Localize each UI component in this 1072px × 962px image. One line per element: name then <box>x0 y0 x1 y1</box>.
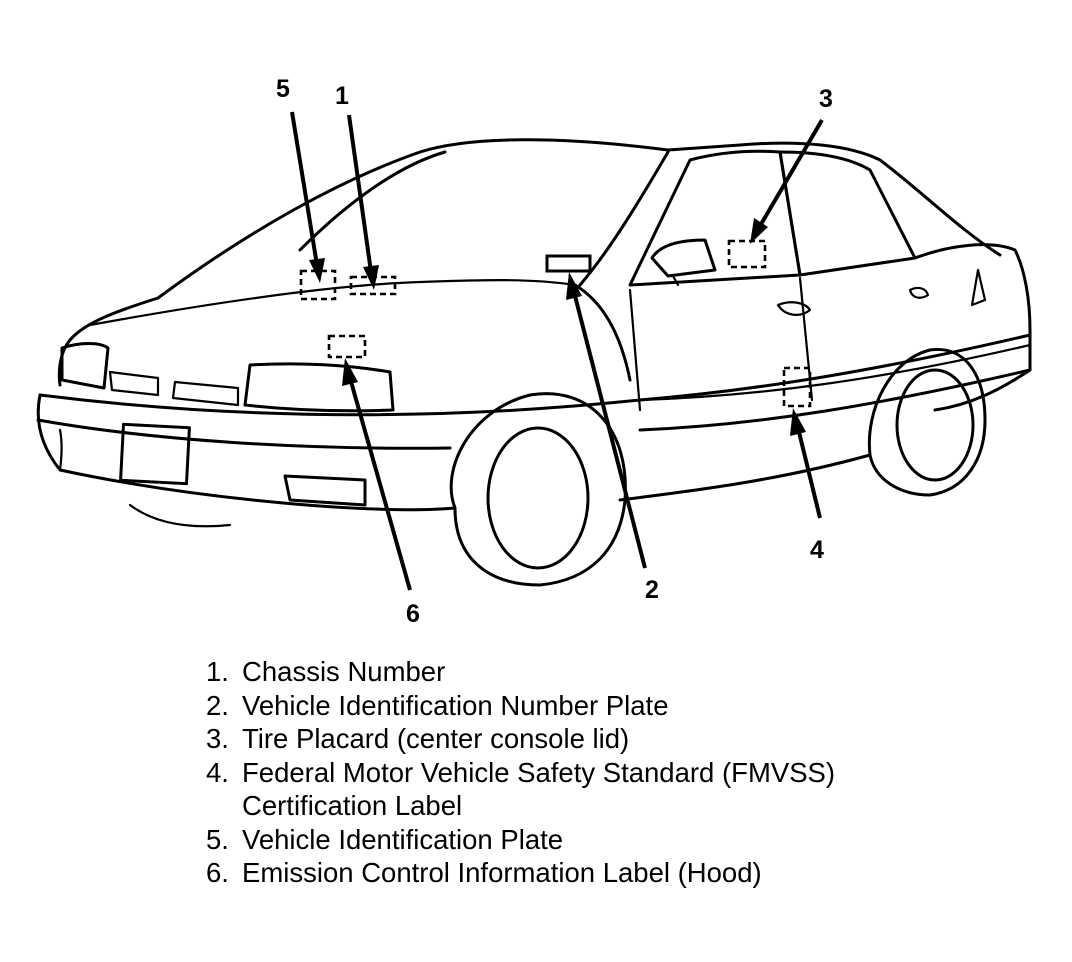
label-box-5 <box>299 269 337 301</box>
label-box-4 <box>782 366 812 408</box>
legend-text: Vehicle Identification Number Plate <box>242 689 669 721</box>
legend-text: Emission Control Information Label (Hood… <box>242 857 762 888</box>
label-box-6 <box>327 334 367 359</box>
arrow-1 <box>347 114 379 290</box>
callout-3: 3 <box>819 85 833 113</box>
legend-number: 3. <box>206 723 229 754</box>
callout-5: 5 <box>276 75 290 103</box>
legend-text: Vehicle Identification Plate <box>242 823 564 855</box>
arrow-3 <box>750 118 824 244</box>
callout-6: 6 <box>406 600 420 628</box>
legend-text: Tire Placard (center console lid) <box>242 723 630 754</box>
car-illustration <box>36 138 1032 587</box>
callout-1: 1 <box>335 82 349 110</box>
legend-text: Chassis Number <box>242 656 446 687</box>
arrow-4 <box>790 408 822 519</box>
callout-2: 2 <box>645 576 659 604</box>
callout-4: 4 <box>810 536 824 564</box>
legend-item: 1. Chassis Number <box>206 655 1026 689</box>
legend-item: 5. Vehicle Identification Plate <box>206 823 1026 857</box>
legend-number: 6. <box>206 857 229 888</box>
legend-item: 6. Emission Control Information Label (H… <box>206 856 1026 890</box>
legend: 1. Chassis Number 2. Vehicle Identificat… <box>206 655 1026 890</box>
legend-number: 5. <box>206 823 229 855</box>
label-box-2 <box>545 254 592 273</box>
arrow-5 <box>290 111 325 283</box>
arrow-2 <box>566 272 647 569</box>
legend-text: Federal Motor Vehicle Safety Standard (F… <box>242 756 836 822</box>
legend-number: 2. <box>206 689 229 721</box>
label-box-3 <box>727 239 767 269</box>
legend-item: 2. Vehicle Identification Number Plate <box>206 689 1026 723</box>
legend-item: 3. Tire Placard (center console lid) <box>206 722 1026 756</box>
legend-number: 4. <box>206 756 229 788</box>
legend-number: 1. <box>206 656 229 687</box>
arrow-6 <box>342 358 412 591</box>
legend-item: 4. Federal Motor Vehicle Safety Standard… <box>206 756 1026 823</box>
